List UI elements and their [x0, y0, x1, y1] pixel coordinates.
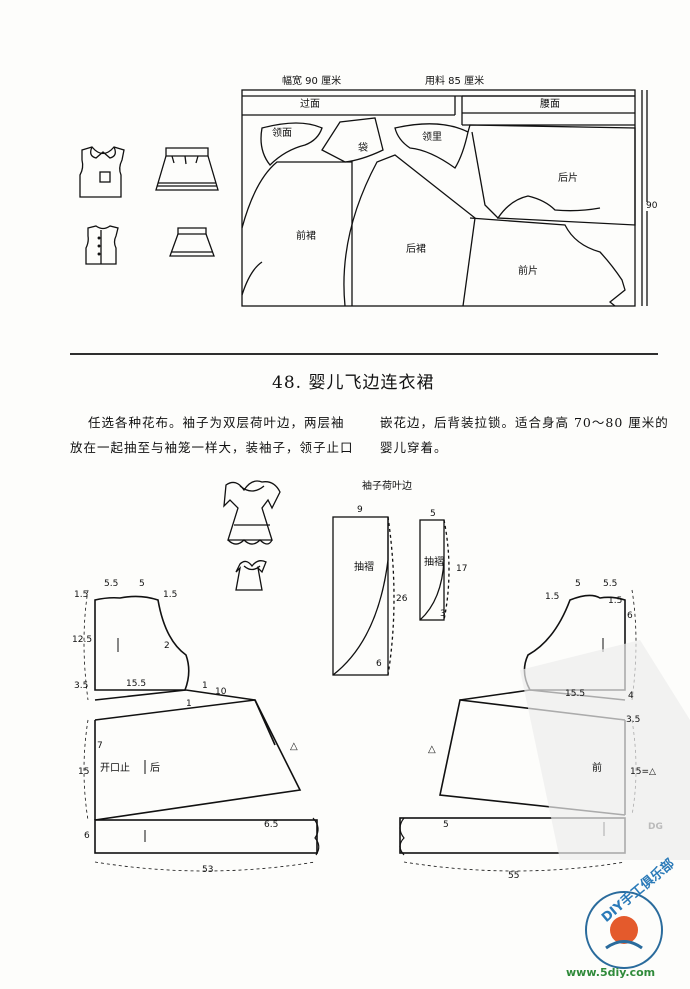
- back-dim-2: 2: [164, 641, 170, 651]
- sleeve-right-gather: 抽褶: [424, 557, 444, 568]
- fabric-used-label: 用料 85 厘米: [425, 76, 485, 87]
- skirt-sketch-front: [155, 147, 219, 191]
- sleeve-right-bottom-dim: 3: [440, 609, 446, 619]
- back-dim-3-5: 3.5: [74, 681, 89, 691]
- sleeve-left-side-dim: 26: [396, 594, 408, 604]
- front-triangle-mark: △: [428, 744, 436, 755]
- paragraph-left-line-1: 任选各种花布。袖子为双层荷叶边，两层袖: [88, 415, 345, 430]
- paragraph-left-line-2: 放在一起抽至与袖笼一样大，装袖子，领子止口: [70, 440, 354, 455]
- front-dim-5: 5: [575, 579, 581, 589]
- back-triangle-mark: △: [290, 741, 298, 752]
- piece-qianpian: 前片: [518, 266, 538, 277]
- sleeve-ruffle-outer: [332, 516, 395, 676]
- dress-sketch-small: [235, 560, 267, 591]
- back-dim-1-b: 1: [186, 699, 192, 709]
- back-dim-1-5-right: 1.5: [163, 590, 178, 600]
- watermark-dg-text: DG: [648, 822, 663, 832]
- back-dim-15-5: 15.5: [126, 679, 147, 689]
- front-qian-label: 前: [592, 763, 602, 774]
- back-dim-7: 7: [97, 741, 103, 751]
- back-hou-label: 后: [150, 763, 160, 774]
- front-dim-1-5-left: 1.5: [545, 592, 560, 602]
- sleeve-ruffle-inner: [419, 519, 450, 621]
- piece-yaomian: 腰面: [540, 99, 560, 110]
- back-dim-6: 6: [84, 831, 90, 841]
- back-dim-5: 5: [139, 579, 145, 589]
- paragraph-right-line-2: 婴儿穿着。: [380, 440, 448, 455]
- cutting-layout: [241, 89, 648, 307]
- section-title: 48. 婴儿飞边连衣裙: [272, 373, 435, 393]
- sleeve-left-top-dim: 9: [357, 505, 363, 515]
- front-dim-55: 55: [508, 871, 520, 881]
- watermark-site-text: www.5diy.com: [566, 966, 656, 979]
- piece-guomian: 过面: [300, 99, 320, 110]
- piece-houqun: 后裙: [406, 244, 426, 255]
- fabric-width-label: 幅宽 90 厘米: [282, 76, 342, 87]
- back-dim-10: 10: [215, 687, 227, 697]
- front-dim-5-5: 5.5: [603, 579, 618, 589]
- sleeve-right-top-dim: 5: [430, 509, 436, 519]
- paragraph-right-line-1: 嵌花边，后背装拉锁。适合身高 70～80 厘米的: [380, 415, 669, 430]
- back-dim-53: 53: [202, 865, 214, 875]
- back-dim-12-5: 12.5: [72, 635, 93, 645]
- back-dim-15: 15: [78, 767, 90, 777]
- skirt-sketch-back: [169, 227, 215, 257]
- front-dim-1-5-right: 1.5: [608, 596, 623, 606]
- back-dim-6-5: 6.5: [264, 820, 279, 830]
- front-dim-6: 6: [627, 611, 633, 621]
- piece-dai: 袋: [358, 143, 368, 154]
- back-dim-1-5-left: 1.5: [74, 590, 89, 600]
- back-dim-1-a: 1: [202, 681, 208, 691]
- front-dim-3-5: 3.5: [626, 715, 641, 725]
- sleeve-left-bottom-dim: 6: [376, 659, 382, 669]
- piece-qianqun: 前裙: [296, 231, 316, 242]
- sleeve-left-gather: 抽褶: [354, 562, 374, 573]
- layout-side-dimension: 90: [646, 201, 658, 211]
- back-dress-pattern: [83, 589, 320, 872]
- back-kaikou-label: 开口止: [100, 763, 130, 774]
- sleeve-right-side-dim: 17: [456, 564, 468, 574]
- dress-sketch-large: [223, 480, 281, 545]
- vest-sketch-front: [79, 146, 125, 198]
- front-dim-4: 4: [628, 691, 634, 701]
- front-dim-5-hem: 5: [443, 820, 449, 830]
- front-dim-15-triangle: 15=△: [630, 767, 656, 777]
- back-dim-5-5: 5.5: [104, 579, 119, 589]
- piece-lingli: 领里: [422, 132, 442, 143]
- front-dim-15-5: 15.5: [565, 689, 586, 699]
- piece-houpian: 后片: [558, 173, 578, 184]
- vest-sketch-back: [85, 225, 119, 265]
- sleeve-title: 袖子荷叶边: [362, 481, 412, 492]
- watermark-shape: [520, 640, 690, 969]
- piece-lingmian: 领面: [272, 128, 292, 139]
